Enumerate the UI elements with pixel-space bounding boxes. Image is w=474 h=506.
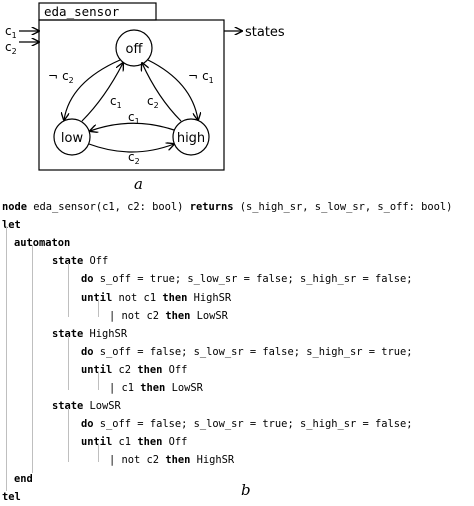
code-line: do s_off = false; s_low_sr = true; s_hig… xyxy=(81,415,413,433)
edge-off-to-high xyxy=(147,59,198,120)
edge-high-to-off xyxy=(142,63,182,122)
state-high xyxy=(172,118,210,156)
code-keyword: returns xyxy=(189,201,234,213)
code-text: s_off = false; s_low_sr = false; s_high_… xyxy=(93,345,413,358)
state-low-label: low xyxy=(61,131,84,146)
edge-off-to-low xyxy=(64,59,121,120)
code-text: HighSR xyxy=(83,327,128,340)
code-line: | not c2 then HighSR xyxy=(109,451,234,469)
code-text: eda_sensor(c1, c2: bool) xyxy=(27,201,190,213)
indent-guide xyxy=(68,263,69,318)
code-text: Off xyxy=(162,363,188,376)
caption-b: b xyxy=(241,481,251,499)
edge-low-to-off xyxy=(81,63,123,122)
code-keyword: then xyxy=(165,454,191,467)
code-text: Off xyxy=(83,255,109,268)
code-keyword: state xyxy=(52,255,84,268)
code-keyword: tel xyxy=(2,490,21,503)
code-line: until c2 then Off xyxy=(81,361,187,379)
edge-label-high-low: c1 xyxy=(128,110,140,126)
code-line: until c1 then Off xyxy=(81,433,187,451)
caption-a: a xyxy=(134,175,143,193)
state-high-label: high xyxy=(177,131,205,146)
state-off xyxy=(115,29,153,67)
code-text: c2 xyxy=(112,363,138,376)
code-line: let xyxy=(2,216,21,234)
edge-label-off-high: ¬c1 xyxy=(188,69,214,85)
edge-low-to-high xyxy=(88,144,174,153)
code-text: HighSR xyxy=(190,454,235,467)
code-keyword: state xyxy=(52,400,84,413)
indent-guide xyxy=(32,245,33,474)
code-keyword: then xyxy=(165,309,191,322)
code-text: LowSR xyxy=(190,309,228,322)
code-text: LowSR xyxy=(83,400,121,413)
input-label-c2: c2 xyxy=(5,40,17,56)
code-keyword: do xyxy=(81,273,94,286)
code-text: Off xyxy=(162,436,188,449)
state-off-label: off xyxy=(126,42,144,57)
code-line: state Off xyxy=(52,252,108,270)
code-line: end xyxy=(14,470,33,488)
code-text: | c1 xyxy=(109,382,141,394)
code-line: do s_off = true; s_low_sr = false; s_hig… xyxy=(81,270,413,288)
state-low xyxy=(53,118,91,156)
output-label: states xyxy=(245,25,285,40)
code-keyword: then xyxy=(137,436,163,449)
edge-label-low-high: c2 xyxy=(128,150,140,166)
code-text: LowSR xyxy=(165,382,203,394)
code-keyword: automaton xyxy=(14,237,71,250)
code-keyword: until xyxy=(81,436,113,449)
code-line: do s_off = false; s_low_sr = false; s_hi… xyxy=(81,343,413,361)
code-line: node eda_sensor(c1, c2: bool) returns (s… xyxy=(2,198,452,216)
code-keyword: do xyxy=(81,418,94,431)
code-line: state LowSR xyxy=(52,397,121,415)
code-text: (s_high_sr, s_low_sr, s_off: bool) xyxy=(233,201,453,213)
edge-label-high-off: c2 xyxy=(147,94,159,110)
code-keyword: until xyxy=(81,291,113,304)
code-keyword: let xyxy=(2,219,21,232)
indent-guide xyxy=(98,299,99,318)
code-line: | c1 then LowSR xyxy=(109,379,203,397)
edge-label-off-low: ¬c2 xyxy=(48,69,74,85)
code-text: not c1 xyxy=(112,291,163,304)
code-line: | not c2 then LowSR xyxy=(109,307,228,325)
code-text: | not c2 xyxy=(109,454,166,467)
input-label-c1: c1 xyxy=(5,24,17,40)
edge-high-to-low xyxy=(90,122,175,131)
indent-guide xyxy=(6,226,7,492)
indent-guide xyxy=(98,444,99,463)
code-keyword: node xyxy=(2,201,28,213)
node-name-label: eda_sensor xyxy=(44,4,120,19)
state-machine-diagram: eda_sensor c1 c2 states off low high ¬c2… xyxy=(5,2,285,171)
code-text: s_off = true; s_low_sr = false; s_high_s… xyxy=(93,273,413,286)
code-keyword: then xyxy=(140,382,166,394)
code-text: | not c2 xyxy=(109,309,166,322)
indent-guide xyxy=(68,335,69,390)
code-line: automaton xyxy=(14,234,70,252)
indent-guide xyxy=(68,407,69,463)
code-line: state HighSR xyxy=(52,325,127,343)
code-keyword: state xyxy=(52,327,84,340)
code-text: s_off = false; s_low_sr = true; s_high_s… xyxy=(93,418,413,431)
code-text: HighSR xyxy=(187,291,232,304)
edge-label-low-off: c1 xyxy=(110,94,122,110)
code-keyword: then xyxy=(162,291,188,304)
code-keyword: then xyxy=(137,363,163,376)
code-text: c1 xyxy=(112,436,138,449)
code-keyword: end xyxy=(14,472,33,485)
code-keyword: until xyxy=(81,363,113,376)
code-line: tel xyxy=(2,488,21,506)
code-line: until not c1 then HighSR xyxy=(81,289,231,307)
node-frame xyxy=(38,19,225,171)
code-keyword: do xyxy=(81,345,94,358)
indent-guide xyxy=(98,371,99,390)
